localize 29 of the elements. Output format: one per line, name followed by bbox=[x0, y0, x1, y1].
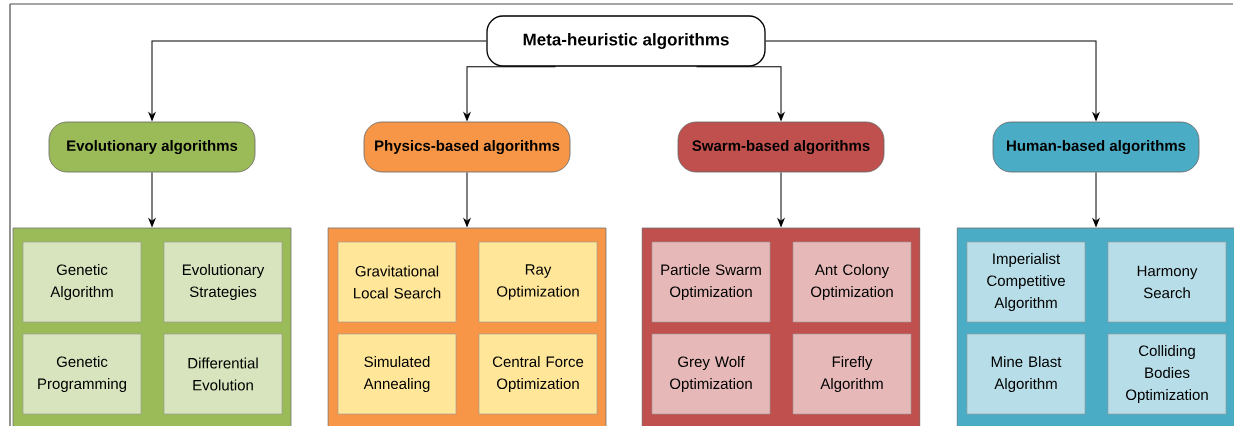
arrow bbox=[148, 171, 156, 227]
algorithm-box: Ray Optimization bbox=[478, 241, 598, 323]
category-box: Evolutionary algorithms bbox=[48, 121, 256, 173]
algorithm-box: Evolutionary Strategies bbox=[163, 241, 283, 323]
arrow bbox=[696, 66, 785, 121]
arrow bbox=[463, 171, 471, 227]
arrow bbox=[765, 40, 1100, 121]
algorithm-box: Colliding Bodies Optimization bbox=[1107, 333, 1227, 415]
arrow bbox=[1092, 171, 1100, 227]
category-box: Human-based algorithms bbox=[992, 121, 1200, 173]
arrow bbox=[463, 66, 556, 121]
algorithm-box: Particle Swarm Optimization bbox=[651, 241, 771, 323]
arrow bbox=[148, 40, 487, 121]
category-box: Physics-based algorithms bbox=[363, 121, 571, 173]
algorithm-box: Harmony Search bbox=[1107, 241, 1227, 323]
algorithm-box: Gravitational Local Search bbox=[337, 241, 457, 323]
rounded-box: Meta-heuristic algorithms bbox=[486, 15, 766, 67]
arrow bbox=[777, 171, 785, 227]
algorithm-box: Firefly Algorithm bbox=[792, 333, 912, 415]
category-box: Swarm-based algorithms bbox=[677, 121, 885, 173]
algorithm-box: Genetic Algorithm bbox=[22, 241, 142, 323]
algorithm-box: Genetic Programming bbox=[22, 333, 142, 415]
algorithm-box: Central Force Optimization bbox=[478, 333, 598, 415]
algorithm-box: Grey Wolf Optimization bbox=[651, 333, 771, 415]
algorithm-box: Imperialist Competitive Algorithm bbox=[966, 241, 1086, 323]
algorithm-box: Mine Blast Algorithm bbox=[966, 333, 1086, 415]
algorithm-box: Differential Evolution bbox=[163, 333, 283, 415]
algorithm-box: Ant Colony Optimization bbox=[792, 241, 912, 323]
algorithm-box: Simulated Annealing bbox=[337, 333, 457, 415]
